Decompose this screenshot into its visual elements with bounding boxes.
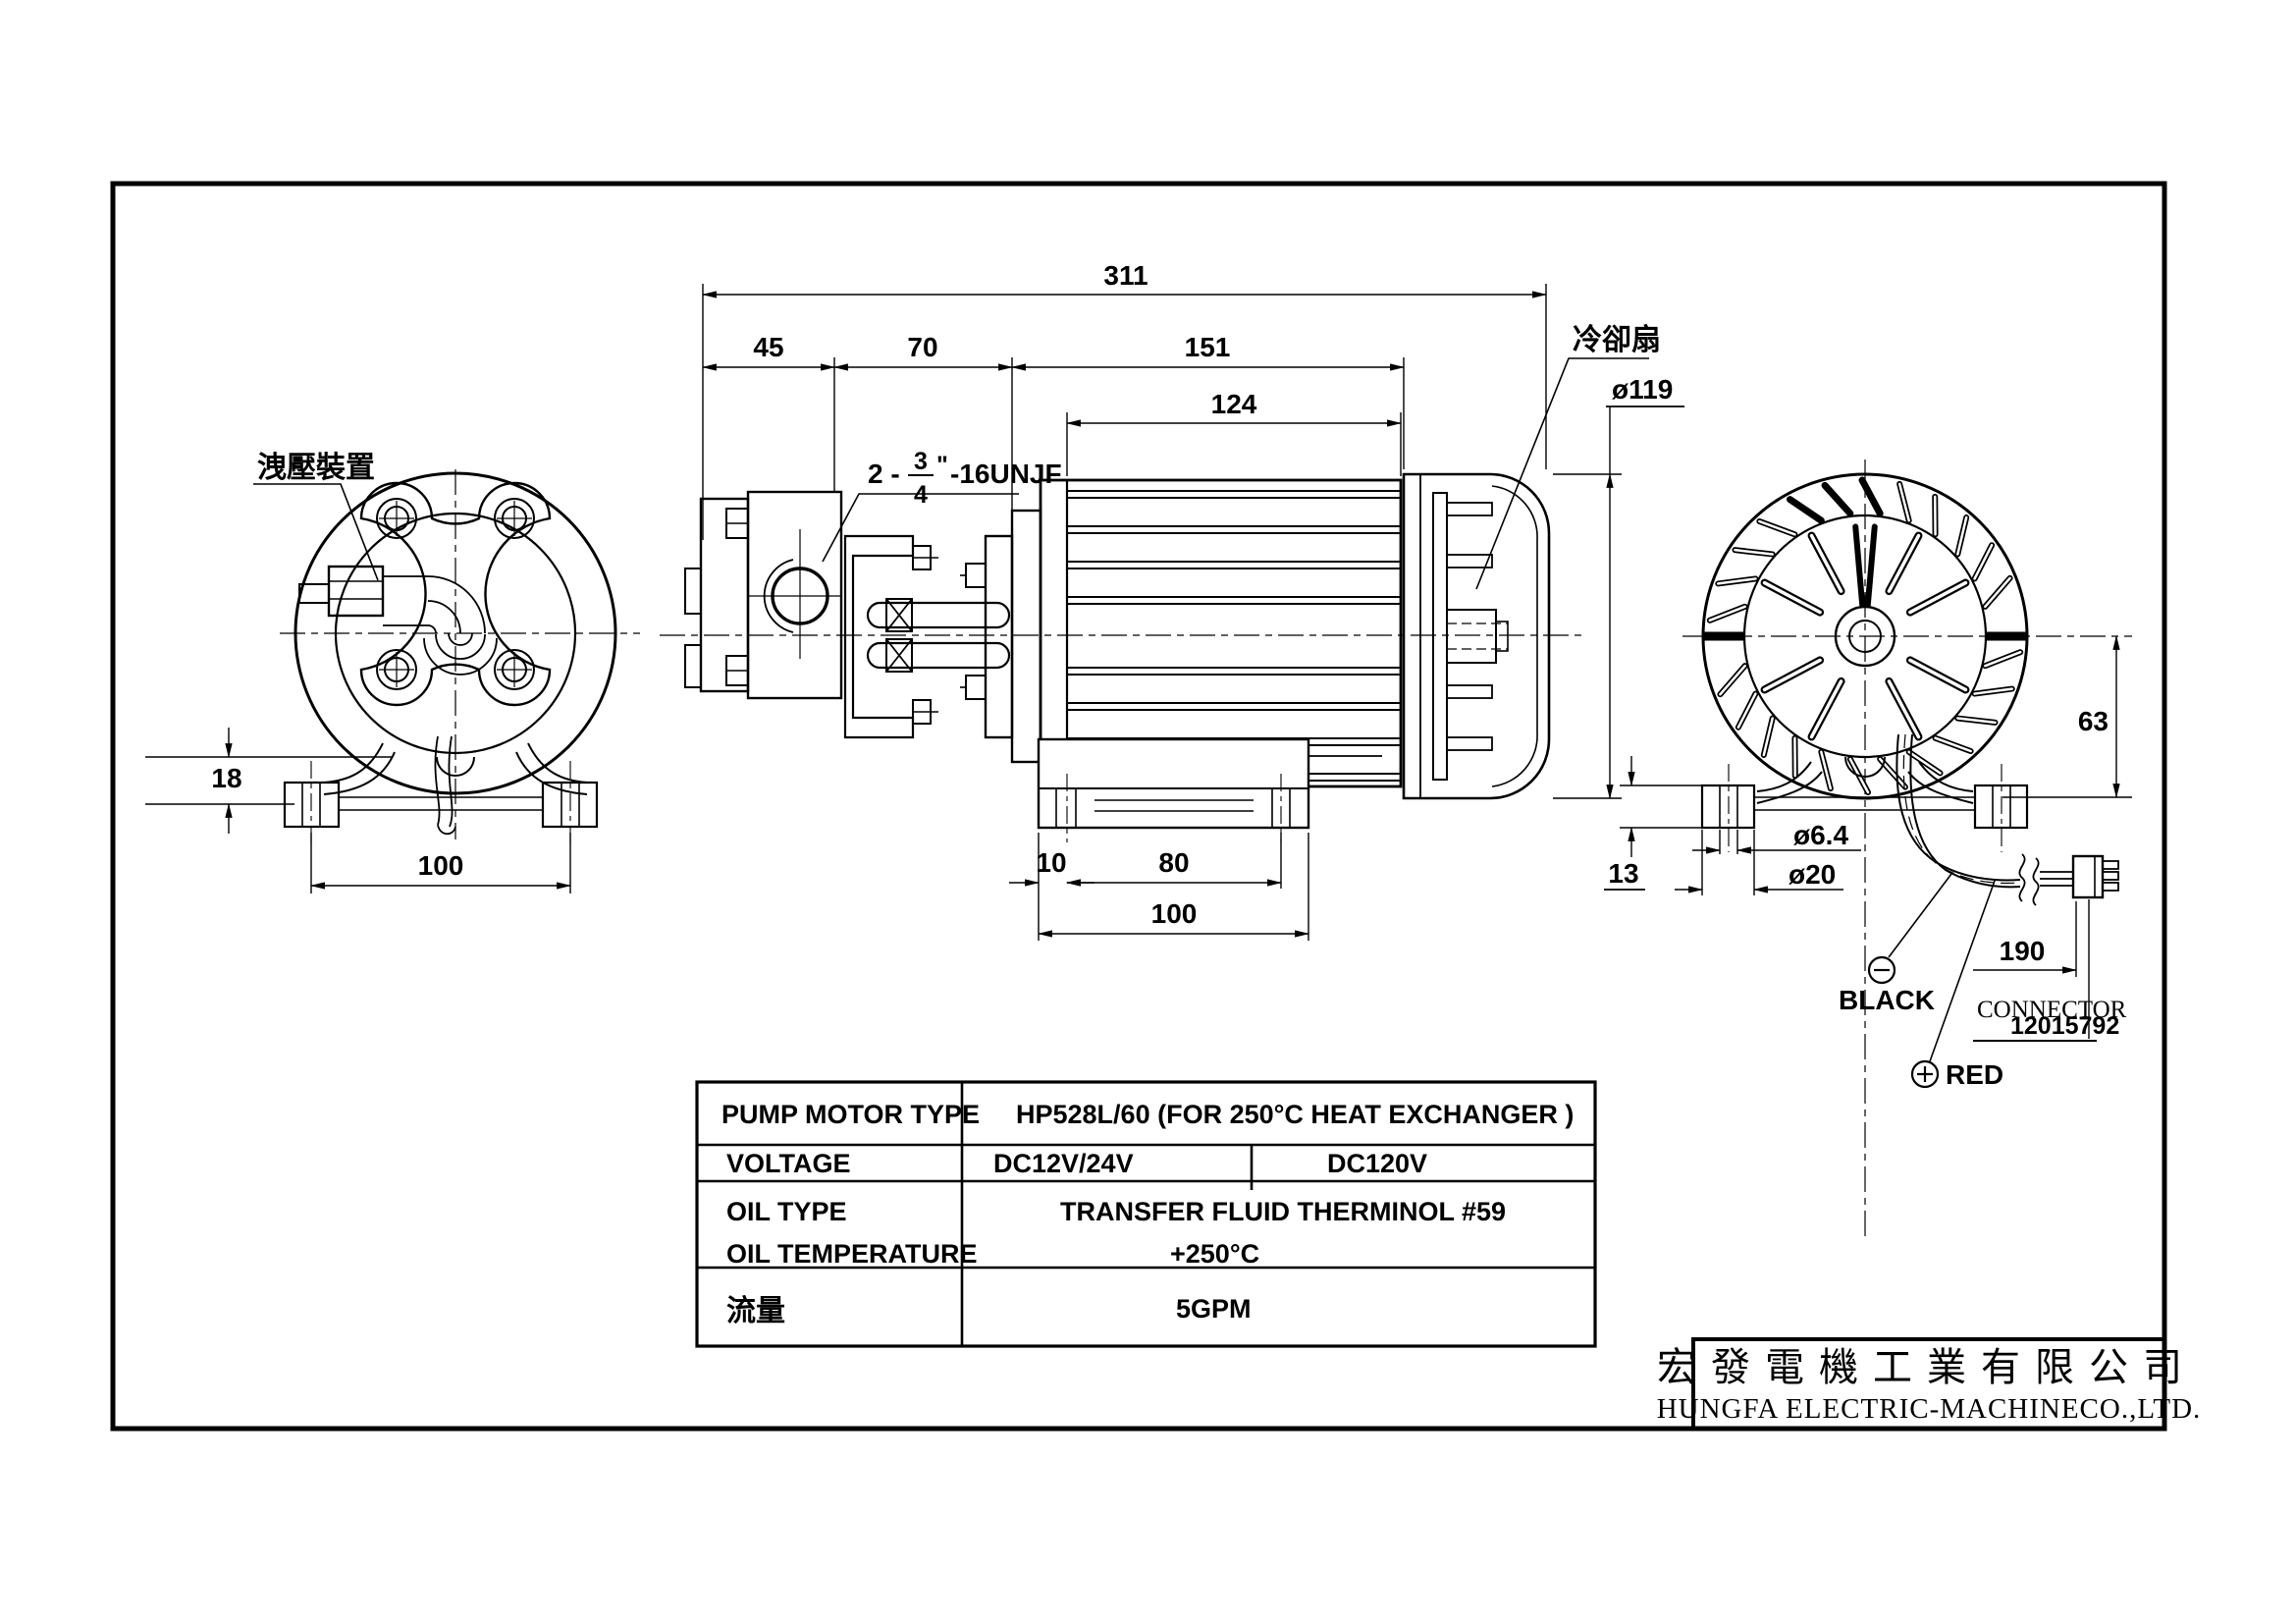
dim-190-text: 190 [2000,936,2046,966]
dim-boss-diameter: ø20 [1675,830,1843,895]
table-row3-label-b: OIL TEMPERATURE [726,1239,978,1269]
connector-label-text: CONNECTOR [1977,997,2127,1023]
title-block: 宏發電機工業有限公司 HUNGFA ELECTRIC-MACHINECO.,LT… [1657,1337,2202,1431]
thread-denominator-text: 4 [914,481,928,509]
relief-label-text: 洩壓裝置 [257,451,375,485]
dim-center-to-foot: 63 [2002,634,2132,799]
cable-break-symbol [2018,853,2040,906]
pump-cover-plate [359,481,552,707]
dim-hole-diameter: ø6.4 [1692,820,1861,854]
table-row3-value-a: TRANSFER FLUID THERMINOL #59 [1060,1197,1506,1226]
thread-prefix-text: 2 - [868,459,900,489]
dim-fin-length: 124 [1065,389,1403,476]
dim-base: 10 80 100 [1009,833,1310,941]
spec-table: PUMP MOTOR TYPE HP528L/60 (FOR 250°C HEA… [695,1080,1597,1348]
fan-callout: 冷卻扇 [1475,323,1661,590]
dim-motor-diameter: ø119 [1553,374,1684,800]
cover-bolts [376,498,535,690]
dim-10-text: 10 [1036,847,1066,878]
wire-red-text: RED [1946,1059,2003,1090]
fan-view: 63 13 ø6.4 ø20 190 [1604,460,2132,1239]
dim-hole-text: ø6.4 [1793,820,1848,850]
dim-total-length: 311 [701,260,1548,540]
wire-black-text: BLACK [1839,985,1935,1015]
side-mounting-base [1037,737,1382,842]
table-row3-value-b: +250°C [1170,1239,1259,1269]
side-pump-head [684,490,843,700]
drawing-border [110,181,2167,1432]
dim-boss-text: ø20 [1789,859,1836,890]
connector [2071,854,2119,899]
dim-section-lengths: 45 70 151 [701,332,1406,530]
dim-foot-spacing: 100 [309,833,572,893]
table-row1-label: PUMP MOTOR TYPE [721,1100,980,1129]
table-row1-value: HP528L/60 (FOR 250°C HEAT EXCHANGER ) [1016,1100,1574,1129]
dim-45-text: 45 [753,332,783,362]
fan-hub [1834,605,1896,668]
dim-cable-length: 190 [1973,901,2078,977]
positive-terminal-icon [1910,1059,1940,1089]
front-mounting-bracket [283,742,599,846]
dim-foot-height: 13 [1604,756,1706,891]
dim-dia119-text: ø119 [1612,374,1673,405]
table-row2-value-b: DC120V [1327,1149,1427,1178]
thread-numerator-text: 3 [914,448,928,475]
bearing-symbol [885,598,913,673]
company-name-zh: 宏發電機工業有限公司 [1657,1345,2197,1390]
company-name-en: HUNGFA ELECTRIC-MACHINECO.,LTD. [1657,1393,2202,1425]
dim-base-100-text: 100 [1151,898,1198,929]
dim-70-text: 70 [907,332,937,362]
power-cable [1896,733,2073,906]
dim-151-text: 151 [1185,332,1231,362]
fan-mounting-bracket [1700,761,2029,852]
fan-blades [1760,523,1970,741]
thread-note: 2 - 3 4 " -16UNJF [822,448,1062,563]
connector-callout: CONNECTOR 12015792 [1973,899,2127,1042]
dim-80-text: 80 [1158,847,1189,878]
dim-18-text: 18 [211,763,241,793]
dim-124-text: 124 [1211,389,1257,419]
table-row4-label: 流量 [726,1294,785,1328]
fan-label-text: 冷卻扇 [1573,323,1661,357]
table-row4-value: 5GPM [1176,1294,1252,1324]
fan-ring-fins [1706,476,2024,795]
table-row3-label-a: OIL TYPE [726,1197,847,1226]
connector-partno-text: 12015792 [2010,1012,2119,1040]
dim-100-text: 100 [418,850,464,881]
thread-quote-text: " [936,452,948,479]
table-row2-value-a: DC12V/24V [993,1149,1134,1178]
relief-outlet-pipe [434,735,456,836]
negative-terminal-icon [1867,955,1896,985]
dim-13-text: 13 [1608,858,1638,889]
wire-red-callout: RED [1910,880,2003,1090]
thread-suffix-text: -16UNJF [950,459,1062,489]
dim-63-text: 63 [2078,706,2109,736]
pressure-relief-device [298,565,498,676]
wire-black-callout: BLACK [1839,873,1952,1015]
front-view: 18 100 洩壓裝置 [145,451,640,893]
side-coupling [843,534,1014,739]
side-view: 2 - 3 4 " -16UNJF [660,260,1684,941]
side-fan-shroud [1402,472,1551,800]
relief-device-callout: 洩壓裝置 [253,451,379,581]
table-row2-label: VOLTAGE [726,1149,851,1178]
dim-bracket-height: 18 [145,728,393,834]
dim-311-text: 311 [1103,260,1148,291]
